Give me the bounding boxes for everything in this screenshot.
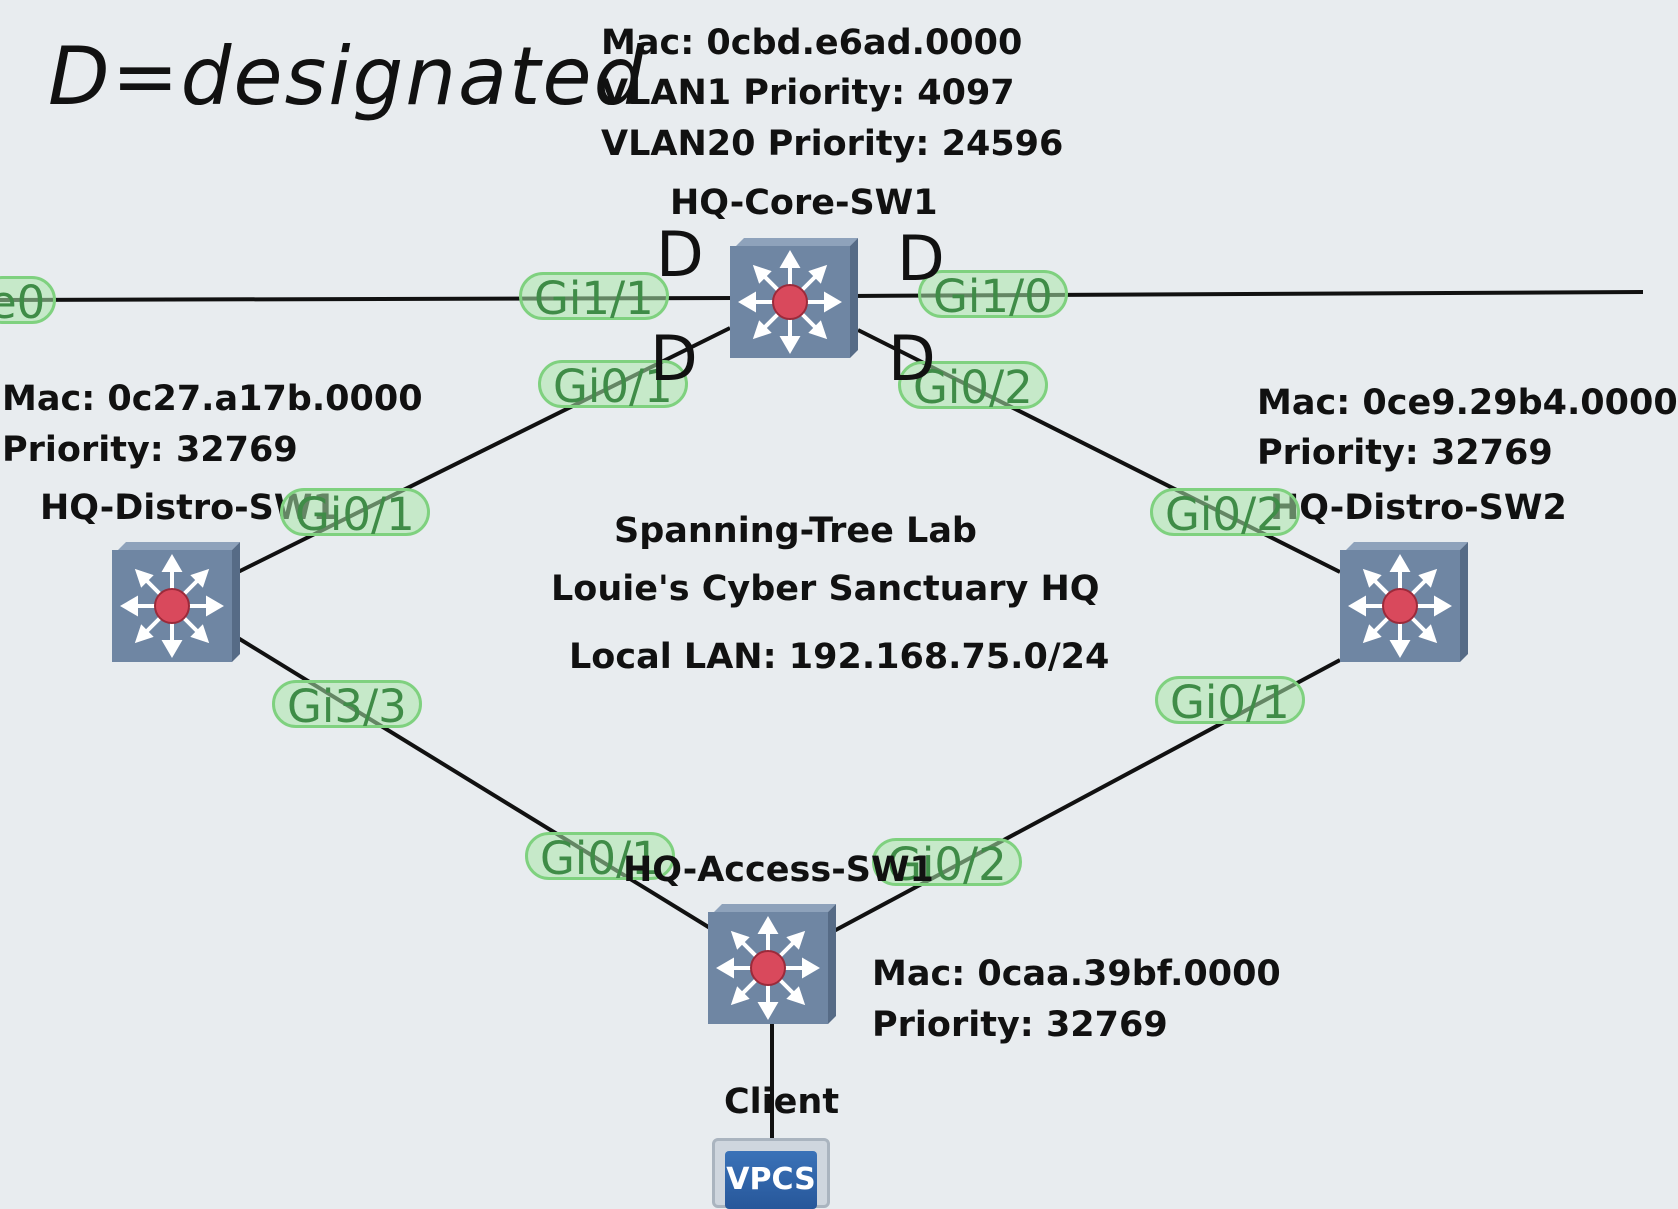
distro1-priority: Priority: 32769 <box>2 430 298 470</box>
access-switch-icon[interactable] <box>708 904 836 1024</box>
distro2-switch-icon[interactable] <box>1340 542 1468 662</box>
designated-mark-gi0-1: D <box>650 322 698 395</box>
core-vlan1-priority: VLAN1 Priority: 4097 <box>601 73 1015 113</box>
distro1-mac: Mac: 0c27.a17b.0000 <box>2 379 423 419</box>
designated-mark-gi1-1: D <box>656 218 704 291</box>
core-mac: Mac: 0cbd.e6ad.0000 <box>601 23 1023 63</box>
port-distro2-gi0-2[interactable]: Gi0/2 <box>1150 488 1300 539</box>
lab-subtitle: Louie's Cyber Sanctuary HQ <box>551 569 1100 609</box>
port-distro1-gi0-1[interactable]: Gi0/1 <box>280 488 430 539</box>
port-core-gi0-2[interactable]: Gi0/2 <box>898 361 1048 412</box>
port-distro1-gi3-3[interactable]: Gi3/3 <box>272 680 422 731</box>
access-switch-name: HQ-Access-SW1 <box>623 850 934 890</box>
designated-mark-gi0-2: D <box>888 322 936 395</box>
core-switch-icon[interactable] <box>730 238 858 358</box>
port-distro2-gi0-1[interactable]: Gi0/1 <box>1155 676 1305 727</box>
port-core-gi1-1[interactable]: Gi1/1 <box>519 272 669 323</box>
port-core-gi0-1[interactable]: Gi0/1 <box>538 360 688 411</box>
distro1-switch-icon[interactable] <box>112 542 240 662</box>
vpcs-label: VPCS <box>725 1151 817 1209</box>
access-mac: Mac: 0caa.39bf.0000 <box>872 954 1281 994</box>
port-edge-e0[interactable]: e0 <box>0 276 57 327</box>
lab-lan: Local LAN: 192.168.75.0/24 <box>569 637 1110 677</box>
client-name: Client <box>724 1082 840 1122</box>
distro2-priority: Priority: 32769 <box>1257 433 1553 473</box>
vpcs-icon[interactable]: VPCS <box>712 1138 830 1209</box>
legend-handwritten: D=designated <box>48 30 647 123</box>
port-core-gi1-0[interactable]: Gi1/0 <box>918 270 1068 321</box>
port-access-gi0-1[interactable]: Gi0/1 <box>525 832 675 883</box>
distro2-switch-name: HQ-Distro-SW2 <box>1270 488 1567 528</box>
distro2-mac: Mac: 0ce9.29b4.0000 <box>1257 383 1678 423</box>
access-priority: Priority: 32769 <box>872 1005 1168 1045</box>
port-access-gi0-2[interactable]: Gi0/2 <box>872 838 1022 889</box>
core-switch-name: HQ-Core-SW1 <box>670 183 938 223</box>
core-vlan20-priority: VLAN20 Priority: 24596 <box>601 124 1064 164</box>
designated-mark-gi1-0: D <box>897 222 945 295</box>
lab-title: Spanning-Tree Lab <box>614 511 977 551</box>
